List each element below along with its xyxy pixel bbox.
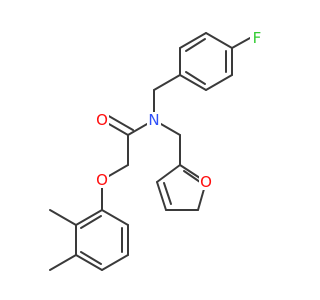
bond	[49, 254, 77, 271]
nitrogen-atom: N	[148, 111, 159, 129]
bond	[156, 164, 181, 183]
bond	[179, 32, 207, 49]
carbonyl-oxygen-atom: O	[96, 111, 108, 129]
fluorine-atom: F	[253, 29, 262, 47]
bond	[153, 74, 181, 91]
bond	[80, 215, 102, 229]
molecule-drawing: F N O O O	[49, 29, 264, 271]
furan-oxygen-atom: O	[200, 173, 212, 191]
bond	[183, 170, 201, 183]
bond	[75, 254, 103, 271]
bond	[80, 251, 102, 265]
bond	[101, 254, 129, 271]
bond	[75, 209, 103, 226]
bond	[205, 32, 233, 49]
ether-oxygen-atom: O	[96, 171, 108, 189]
bond	[163, 182, 172, 205]
bond	[101, 209, 129, 226]
bond	[205, 74, 233, 91]
bond	[49, 209, 77, 226]
structure-diagram: F N O O O	[49, 29, 264, 271]
bond	[231, 37, 251, 49]
bond	[156, 181, 167, 211]
bonds	[49, 32, 251, 271]
bond	[185, 38, 206, 52]
bond	[106, 114, 134, 131]
bond	[185, 71, 206, 85]
atom-labels: F N O O O	[95, 29, 264, 191]
bond	[179, 74, 207, 91]
